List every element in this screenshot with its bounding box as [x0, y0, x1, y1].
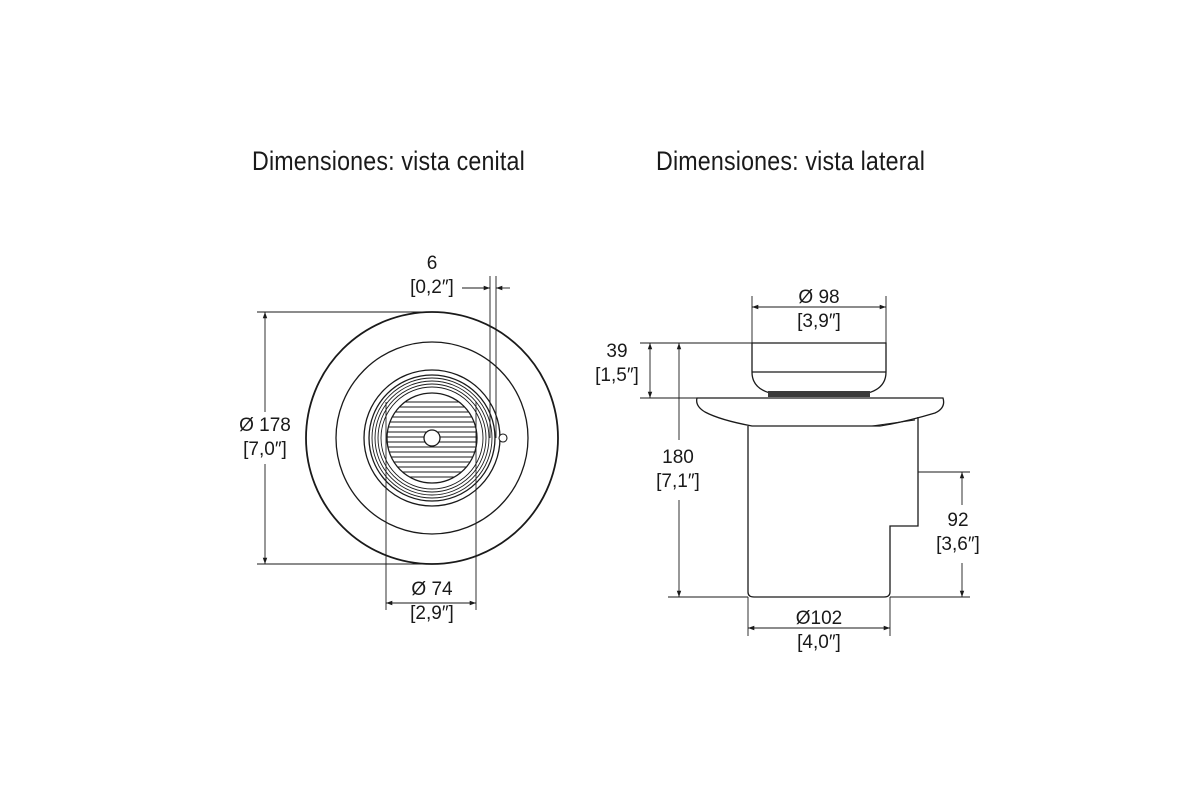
cap-diameter-label: Ø 98 [3,9″] [780, 286, 858, 334]
cap [751, 342, 887, 394]
side-pin [498, 433, 508, 443]
cap-diameter-inch: [3,9″] [797, 311, 841, 332]
lower-height-mm: 92 [947, 510, 969, 531]
body-diameter-label: Ø102 [4,0″] [778, 607, 860, 655]
gap-inch: [0,2″] [410, 277, 454, 298]
total-height-inch: [7,1″] [656, 471, 700, 492]
outer-diameter-inch: [7,0″] [243, 439, 287, 460]
inner-diameter-inch: [2,9″] [410, 603, 454, 624]
body-diameter-inch: [4,0″] [797, 632, 841, 653]
cap-height-inch: [1,5″] [595, 365, 639, 386]
flange [696, 397, 945, 427]
top-view-drawing [257, 276, 559, 610]
body [747, 417, 919, 598]
top-view-title: Dimensiones: vista cenital [252, 146, 525, 176]
side-view-title: Dimensiones: vista lateral [656, 146, 926, 176]
cap-diameter-mm: Ø 98 [798, 287, 840, 308]
center-screw [423, 429, 441, 447]
total-height-mm: 180 [662, 447, 694, 468]
grill-ring [386, 392, 478, 484]
lower-height-inch: [3,6″] [936, 534, 980, 555]
body-diameter-mm: Ø102 [795, 608, 843, 629]
cap-height-label: 39 [1,5″] [588, 340, 646, 388]
lower-height-label: 92 [3,6″] [926, 509, 990, 557]
middle-ring [335, 341, 529, 535]
total-height-label: 180 [7,1″] [640, 446, 716, 494]
inner-diameter-mm: Ø 74 [411, 579, 453, 600]
inner-diameter-label: Ø 74 [2,9″] [396, 578, 468, 626]
cap-gasket [768, 391, 870, 397]
outer-diameter-mm: Ø 178 [239, 415, 291, 436]
outer-diameter-label: Ø 178 [7,0″] [222, 414, 308, 462]
gap-mm: 6 [426, 253, 438, 274]
gap-dimension-label: 6 [0,2″] [404, 252, 460, 300]
side-view-drawing [640, 296, 970, 636]
cap-height-mm: 39 [606, 341, 628, 362]
